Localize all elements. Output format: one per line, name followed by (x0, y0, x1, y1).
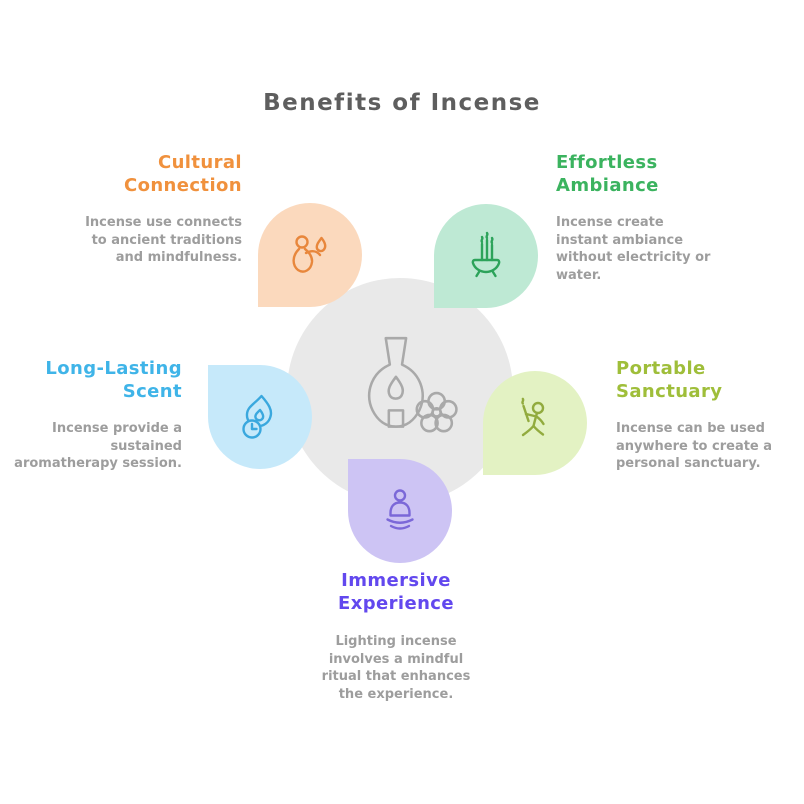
petal-portable-sanctuary (483, 371, 587, 475)
petal-long-lasting-scent (208, 365, 312, 469)
benefit-title-cultural-connection: Cultural Connection (123, 152, 242, 196)
benefit-title-effortless-ambiance: Effortless Ambiance (556, 152, 659, 196)
petal-cultural-connection (258, 203, 362, 307)
meditating-person-icon (386, 489, 414, 530)
benefit-desc-effortless-ambiance: Incense create instant ambiance without … (556, 215, 711, 283)
benefit-title-long-lasting-scent: Long-Lasting Scent (45, 358, 182, 402)
flame-timer-icon (242, 394, 273, 439)
benefit-desc-cultural-connection: Incense use connects to ancient traditio… (85, 215, 242, 266)
page-title: Benefits of Incense (263, 90, 541, 116)
benefit-title-portable-sanctuary: Portable Sanctuary (616, 358, 723, 402)
incense-bowl-icon (471, 231, 501, 278)
incense-burner-icon (367, 336, 458, 433)
benefit-desc-immersive-experience: Lighting incense involves a mindful ritu… (321, 634, 471, 702)
petal-effortless-ambiance (434, 204, 538, 308)
benefit-desc-long-lasting-scent: Incense provide a sustained aromatherapy… (14, 421, 182, 472)
benefit-desc-portable-sanctuary: Incense can be used anywhere to create a… (616, 421, 773, 472)
walking-person-icon (521, 397, 545, 437)
benefit-title-immersive-experience: Immersive Experience (338, 570, 454, 614)
person-flame-icon (292, 235, 327, 273)
petal-immersive-experience (348, 459, 452, 563)
